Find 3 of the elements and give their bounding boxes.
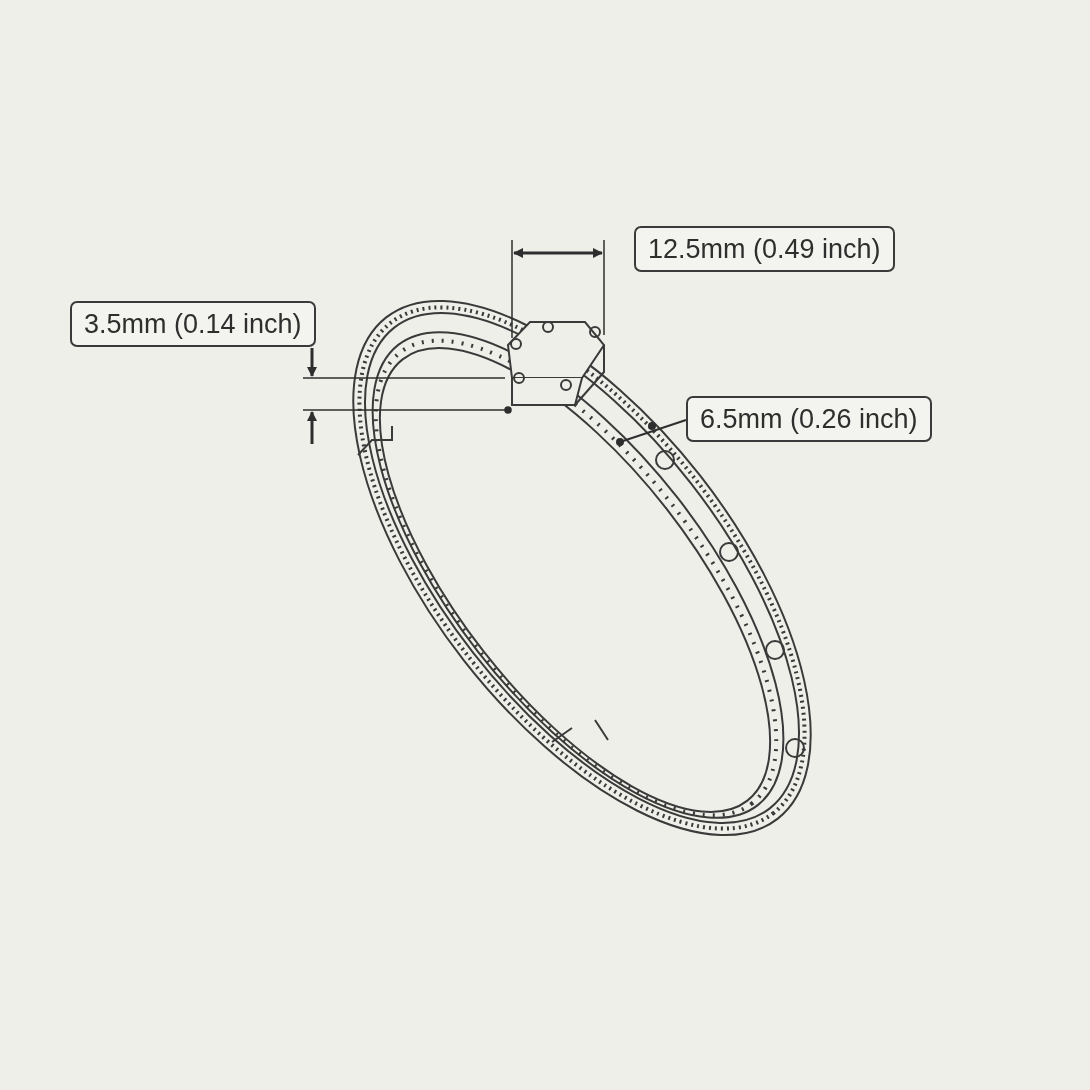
dimension-label: 3.5mm (0.14 inch) xyxy=(70,301,316,347)
dimension-label: 12.5mm (0.49 inch) xyxy=(634,226,895,272)
dimension-label: 6.5mm (0.26 inch) xyxy=(686,396,932,442)
